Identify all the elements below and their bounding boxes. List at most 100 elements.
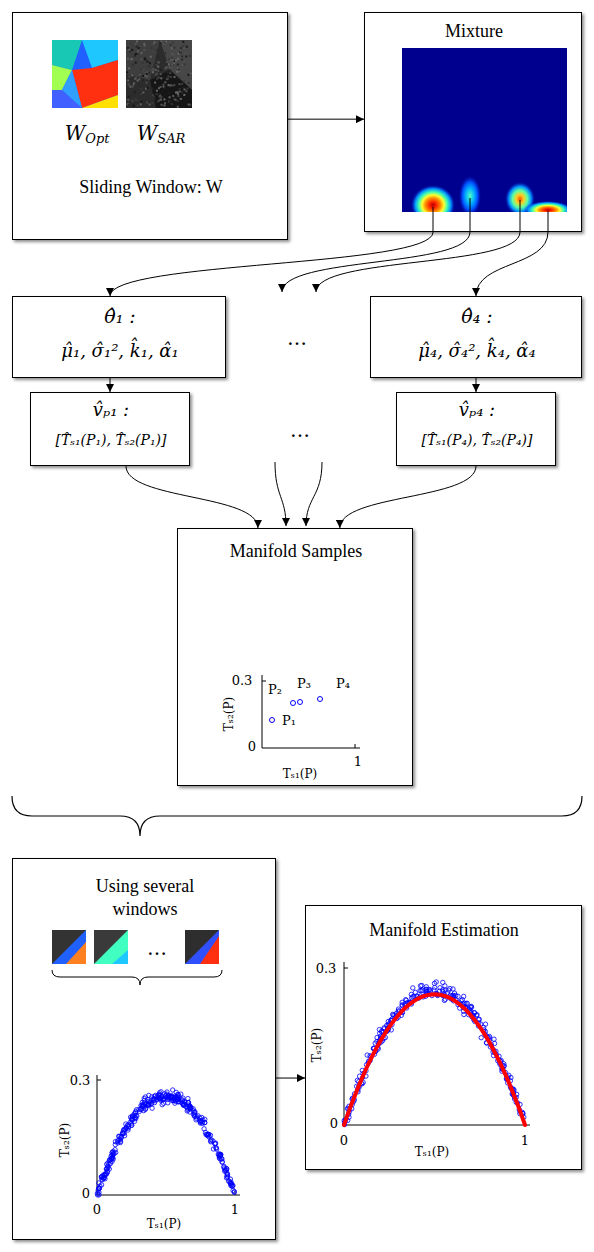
scatter-points xyxy=(122,1133,126,1137)
component-leaders xyxy=(433,207,434,232)
sar-speckle xyxy=(137,105,139,107)
scatter-points xyxy=(130,1123,134,1127)
scatter-points xyxy=(97,1186,101,1190)
estimated-manifold-curve xyxy=(344,994,525,1125)
sar-speckle xyxy=(173,47,175,49)
sar-speckle xyxy=(183,60,185,62)
sar-speckle xyxy=(128,67,130,69)
optical-window-image xyxy=(52,40,118,108)
sar-speckle xyxy=(142,75,144,77)
sar-speckle xyxy=(147,61,149,63)
box-title: Manifold Samples xyxy=(230,540,363,563)
sar-speckle xyxy=(164,77,166,79)
scatter-points xyxy=(465,1001,469,1005)
sar-speckle xyxy=(135,62,137,64)
sar-speckle xyxy=(188,82,190,84)
sar-speckle xyxy=(142,79,144,81)
sar-speckle xyxy=(150,73,152,75)
scatter-points xyxy=(133,1115,137,1119)
sar-speckle xyxy=(141,101,143,103)
sar-speckle xyxy=(149,62,151,64)
sar-speckle xyxy=(167,75,169,77)
scatter-points xyxy=(199,1119,203,1123)
window-symbol: W xyxy=(137,121,158,146)
window-thumbnails xyxy=(52,930,86,964)
sar-speckle xyxy=(171,57,173,59)
box-title: Mixture xyxy=(445,20,503,43)
vector-value: [T̂ₛ₁(P₁), T̂ₛ₂(P₁)] xyxy=(55,432,166,450)
sar-speckle xyxy=(183,94,185,96)
sar-speckle xyxy=(151,68,153,70)
scatter-points xyxy=(156,1093,160,1097)
samples-box: Manifold Samples xyxy=(177,528,413,786)
sar-speckle xyxy=(177,95,179,97)
sar-speckle xyxy=(152,58,154,60)
sar-speckle xyxy=(130,86,132,88)
sar-speckle xyxy=(130,62,132,64)
scatter-points xyxy=(209,1138,213,1142)
sar-speckle xyxy=(159,95,161,97)
scatter-points xyxy=(409,992,413,996)
sar-speckle xyxy=(139,92,141,94)
axis-label: Tₛ₂(P) xyxy=(59,1123,72,1157)
sar-speckle xyxy=(183,80,185,82)
sar-speckle xyxy=(160,73,162,75)
sar-speckle xyxy=(181,56,183,58)
optical-window-image xyxy=(52,40,82,70)
samples-plot xyxy=(262,681,266,682)
sar-speckle xyxy=(180,47,182,49)
axis-label: Tₛ₂(P) xyxy=(223,697,236,731)
sar-speckle xyxy=(155,74,157,76)
scatter-points xyxy=(146,1103,150,1107)
sar-speckle xyxy=(137,80,139,82)
sar-speckle xyxy=(180,52,182,54)
scatter-points xyxy=(181,1096,185,1100)
scatter-points xyxy=(222,1167,226,1171)
sar-speckle xyxy=(172,59,174,61)
windows-scatter-plot xyxy=(97,1080,101,1081)
sar-speckle xyxy=(136,106,138,108)
sar-speckle xyxy=(129,51,131,53)
sar-speckle xyxy=(161,104,163,106)
sar-speckle xyxy=(137,99,139,101)
sar-speckle xyxy=(185,90,187,92)
sar-speckle xyxy=(176,71,178,73)
sar-speckle xyxy=(133,93,135,95)
scatter-points xyxy=(128,1115,132,1119)
sar-speckle xyxy=(177,64,179,66)
scatter-points xyxy=(230,1184,234,1188)
ellipsis: … xyxy=(287,327,307,349)
scatter-points xyxy=(104,1172,108,1176)
scatter-points xyxy=(165,1092,169,1096)
scatter-points xyxy=(160,1097,164,1101)
sar-speckle xyxy=(183,87,185,89)
scatter-points xyxy=(214,1146,218,1150)
sar-speckle xyxy=(174,60,176,62)
component-leaders xyxy=(306,462,322,526)
point-label: P₁ xyxy=(282,714,296,728)
sar-speckle xyxy=(152,71,154,73)
sar-speckle xyxy=(160,77,162,79)
sar-speckle xyxy=(173,64,175,66)
scatter-points xyxy=(483,1022,487,1026)
sar-speckle xyxy=(180,50,182,52)
sar-speckle xyxy=(136,53,138,55)
scatter-points xyxy=(111,1149,115,1153)
scatter-points xyxy=(118,1140,122,1144)
samples-plot xyxy=(270,718,275,723)
sar-speckle xyxy=(174,76,176,78)
windows-scatter-plot xyxy=(95,1075,240,1197)
sar-speckle xyxy=(127,103,129,105)
mixture-box: Mixture xyxy=(364,12,582,232)
sar-speckle xyxy=(126,71,128,73)
sar-speckle xyxy=(135,99,137,101)
sar-speckle xyxy=(136,46,138,48)
sar-speckle xyxy=(164,52,166,54)
scatter-points xyxy=(224,1176,228,1180)
sar-window-image xyxy=(126,40,192,108)
sar-speckle xyxy=(181,83,183,85)
sar-speckle xyxy=(140,93,142,95)
sar-speckle xyxy=(170,67,172,69)
sar-speckle xyxy=(145,72,147,74)
sar-speckle xyxy=(127,99,129,101)
